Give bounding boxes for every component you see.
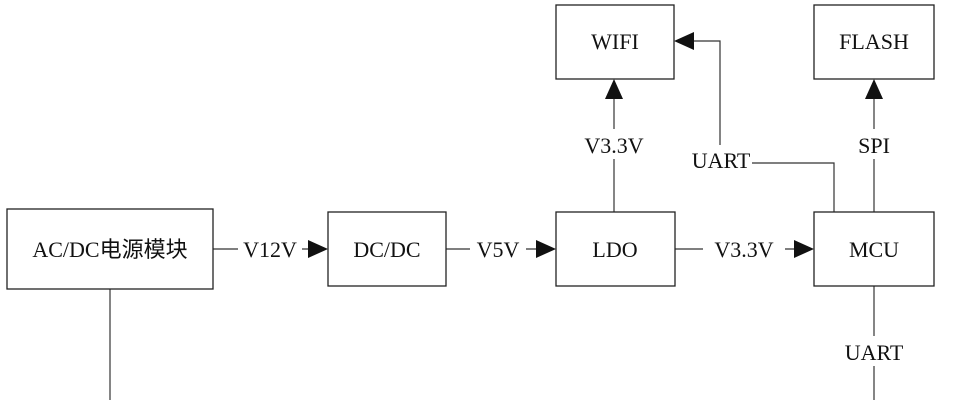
arrow-flash	[865, 79, 883, 99]
block-flash-label: FLASH	[839, 29, 909, 54]
label-v3v3-wifi: V3.3V	[584, 133, 643, 158]
arrow-mcu	[794, 240, 814, 258]
label-spi: SPI	[858, 133, 890, 158]
block-mcu: MCU	[813, 211, 935, 287]
block-acdc: AC/DC电源模块	[6, 208, 214, 290]
block-ldo-label: LDO	[592, 237, 637, 262]
arrow-wifi-uart	[674, 32, 694, 50]
block-mcu-label: MCU	[849, 237, 899, 262]
arrow-wifi	[605, 79, 623, 99]
block-wifi: WIFI	[555, 4, 675, 80]
label-v3v3-mcu: V3.3V	[714, 237, 773, 262]
label-uart-out: UART	[845, 340, 904, 365]
arrow-ldo	[536, 240, 556, 258]
block-flash: FLASH	[813, 4, 935, 80]
block-wifi-label: WIFI	[591, 29, 639, 54]
block-acdc-label: AC/DC电源模块	[32, 237, 187, 262]
label-v12v: V12V	[243, 237, 297, 262]
wire-mcu-wifi-uart	[694, 40, 835, 212]
label-uart-wifi: UART	[692, 148, 751, 173]
block-dcdc: DC/DC	[327, 211, 447, 287]
block-dcdc-label: DC/DC	[353, 237, 420, 262]
label-v5v: V5V	[477, 237, 520, 262]
arrow-dcdc	[308, 240, 328, 258]
block-ldo: LDO	[555, 211, 676, 287]
